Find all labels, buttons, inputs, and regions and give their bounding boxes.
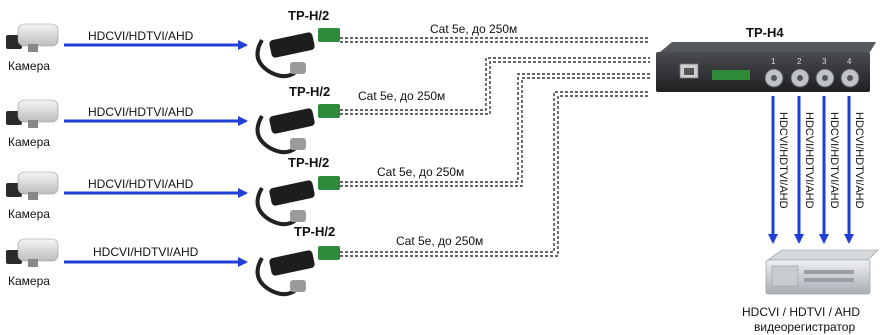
- output-label: HDCVI/HDTVI/AHD: [777, 112, 789, 209]
- twisted-pair-cables: [340, 37, 650, 257]
- terminal-block-icon: [712, 70, 750, 80]
- transceiver-icon: [255, 28, 340, 79]
- camera-icon: [6, 23, 59, 52]
- hub-port-label: 4: [847, 57, 852, 66]
- signal-label: HDCVI/HDTVI/AHD: [88, 105, 194, 119]
- hub-port-label: 2: [797, 57, 802, 66]
- dvr-icon: [765, 249, 879, 295]
- camera-icon: [6, 171, 59, 200]
- recorder-label: видеорегистратор: [754, 320, 855, 334]
- cable-label: Cat 5e, до 250м: [377, 165, 464, 179]
- cable-label: Cat 5e, до 250м: [430, 22, 517, 36]
- signal-label: HDCVI/HDTVI/AHD: [93, 245, 199, 259]
- hub-port-label: 1: [771, 57, 776, 66]
- camera-icon: [6, 99, 59, 128]
- camera-label: Камера: [8, 274, 50, 288]
- transceiver-label: TP-H/2: [289, 84, 330, 99]
- cable-line: [340, 73, 650, 183]
- bnc-connector-icon: [764, 68, 860, 88]
- signal-label: HDCVI/HDTVI/AHD: [88, 177, 194, 191]
- output-label: HDCVI/HDTVI/AHD: [803, 112, 815, 209]
- transceiver-label: TP-H/2: [288, 155, 329, 170]
- cable-label: Cat 5e, до 250м: [358, 89, 445, 103]
- hub-label: TP-H4: [746, 25, 784, 40]
- cable-line: [340, 61, 650, 115]
- cable-line: [340, 95, 650, 257]
- output-label: HDCVI/HDTVI/AHD: [828, 112, 840, 209]
- transceiver-label: TP-H/2: [294, 224, 335, 239]
- output-label: HDCVI/HDTVI/AHD: [853, 112, 865, 209]
- transceiver-icon: [255, 176, 340, 227]
- camera-row-1: Камера HDCVI/HDTVI/AHD TP-H/2: [6, 8, 340, 79]
- output-arrows: HDCVI/HDTVI/AHD HDCVI/HDTVI/AHD HDCVI/HD…: [768, 96, 865, 244]
- recorder-signal-label: HDCVI / HDTVI / AHD: [742, 305, 860, 319]
- signal-label: HDCVI/HDTVI/AHD: [88, 29, 194, 43]
- cable-line: [340, 91, 650, 253]
- transceiver-label: TP-H/2: [288, 8, 329, 23]
- cable-line: [340, 57, 650, 111]
- camera-row-3: Камера HDCVI/HDTVI/AHD TP-H/2: [6, 155, 340, 227]
- transceiver-icon: [255, 246, 340, 297]
- camera-icon: [6, 238, 59, 267]
- camera-row-2: Камера HDCVI/HDTVI/AHD TP-H/2: [6, 84, 340, 155]
- camera-label: Камера: [8, 59, 50, 73]
- hub-port-label: 3: [822, 57, 827, 66]
- hub-device: 1 2 3 4: [656, 42, 876, 92]
- camera-row-4: Камера HDCVI/HDTVI/AHD TP-H/2: [6, 224, 340, 297]
- transceiver-icon: [255, 104, 340, 155]
- camera-label: Камера: [8, 207, 50, 221]
- camera-label: Камера: [8, 135, 50, 149]
- cable-line: [340, 77, 650, 187]
- cable-label: Cat 5e, до 250м: [396, 234, 483, 248]
